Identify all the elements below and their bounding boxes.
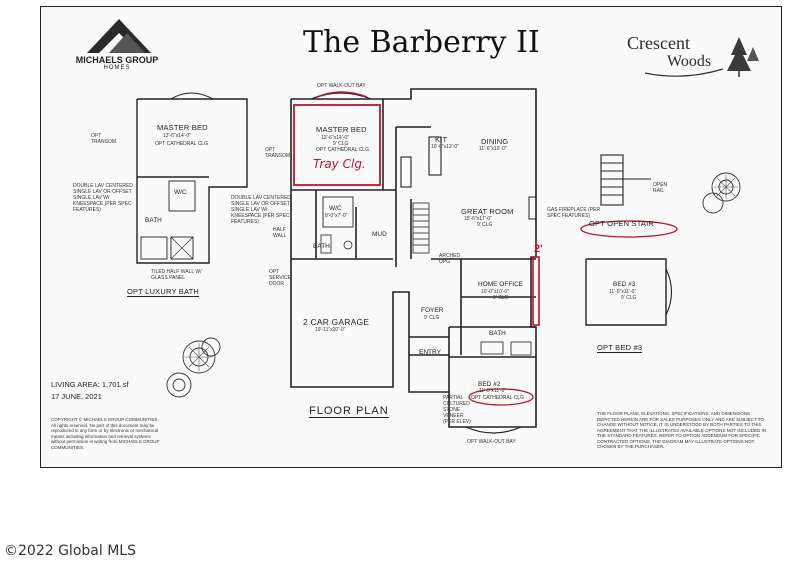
room-dining: DINING	[481, 137, 509, 146]
room-bath: BATH	[313, 243, 330, 250]
builder-name: MICHAELS GROUP	[75, 55, 159, 65]
room-garage: 2 CAR GARAGE	[303, 317, 370, 327]
inset-master-bed-opt: OPT CATHEDRAL CLG	[155, 141, 208, 147]
room-great-room-clg: 9' CLG	[477, 222, 493, 228]
opt-bed3-label: OPT BED #3	[597, 343, 643, 353]
room-master-bed: MASTER BED	[316, 125, 367, 134]
mountain-logo-icon	[87, 19, 151, 53]
room-home-office-clg: 9' CLG	[493, 295, 509, 301]
room-master-bed-dims: 13'-6"x14'-0"	[321, 135, 349, 141]
inset-wic: W/C	[174, 189, 187, 196]
inset-bed3-clg: 9' CLG	[621, 295, 637, 301]
community-name-line2: Woods	[667, 53, 712, 70]
inset-master-bed-dims: 13'-6"x14'-0"	[163, 133, 191, 139]
room-dining-dims: 11'-6"x10'-0"	[479, 146, 507, 152]
room-great-room-dims: 15'-6"x17'-0"	[464, 216, 492, 222]
room-home-office-dims: 10'-0"x10'-0"	[481, 289, 509, 295]
floor-plan-drawing	[136, 88, 741, 434]
inset-bed3-dims: 11'-0"x11'-0"	[609, 289, 637, 295]
plan-title: The Barberry II	[303, 25, 540, 60]
room-master-bed-opt: OPT CATHEDRAL CLG	[316, 147, 369, 153]
opt-walkout-bay-bed2: OPT WALK-OUT BAY	[467, 439, 516, 445]
room-kit: KIT	[435, 135, 448, 144]
builder-logo: MICHAELS GROUP HOMES	[76, 15, 159, 71]
opt-open-stair-label: OPT OPEN STAIR	[589, 219, 655, 228]
disclaimer-text: THE FLOOR PLANS, ELEVATIONS, SPECIFICATI…	[597, 411, 767, 449]
room-wic-dims: 8'-0"x7'-0"	[325, 213, 348, 219]
opt-transom: OPT TRANSOM	[265, 147, 290, 159]
opt-arched-opg: ARCHED OPG	[439, 253, 461, 265]
copyright-text: COPYRIGHT © MICHAELS GROUP COMMUNITIES. …	[51, 417, 160, 450]
inset-transom: OPT TRANSOM	[91, 133, 116, 145]
room-bed2-opt: OPT CATHEDRAL CLG	[471, 395, 524, 401]
inset-bath: BATH	[145, 217, 162, 224]
room-bed2: BED #2	[478, 381, 501, 388]
opt-double-lav-main: DOUBLE LAV CENTERED SINGLE LAV OR OFFSET…	[231, 195, 291, 225]
plan-date: 17 JUNE, 2021	[51, 392, 102, 401]
opt-luxury-bath-label: OPT LUXURY BATH	[127, 287, 200, 297]
floor-plan-sheet: MICHAELS GROUP HOMES The Barberry II Cre…	[40, 6, 782, 468]
floor-plan-label: FLOOR PLAN	[309, 405, 389, 418]
room-entry: ENTRY	[419, 349, 441, 356]
annotation-tray-clg: Tray Clg.	[313, 157, 366, 171]
community-name-line1: Crescent	[627, 33, 690, 53]
opt-gas-fireplace: GAS FIREPLACE (PER SPEC FEATURES)	[547, 207, 601, 219]
room-bed2-dims: 11'-0"x11'-0"	[479, 388, 507, 394]
community-logo: Crescent Woods	[623, 33, 763, 83]
inset-bed3: BED #3	[613, 281, 636, 288]
room-master-bed-clg: 9' CLG	[333, 141, 349, 147]
room-foyer-clg: 9' CLG	[424, 315, 440, 321]
opt-walkout-bay-top: OPT WALK-OUT BAY	[317, 83, 366, 89]
opt-service-door: OPT SERVICE DOOR	[269, 269, 291, 287]
inset-master-bed: MASTER BED	[157, 123, 208, 132]
room-great-room: GREAT ROOM	[461, 207, 514, 216]
living-area: LIVING AREA: 1,701 sf	[51, 380, 129, 389]
room-bath2: BATH	[489, 330, 506, 337]
room-mud: MUD	[372, 231, 387, 238]
room-foyer: FOYER	[421, 307, 444, 314]
room-garage-dims: 19'-11"x20'-0"	[315, 327, 346, 333]
watermark: ©2022 Global MLS	[4, 543, 136, 559]
opt-stone-veneer: PARTIAL CULTURED STONE VENEER (PER ELEV)	[443, 395, 471, 425]
opt-half-wall: HALF WALL	[273, 227, 287, 239]
inset-tiled-half-wall: TILED HALF WALL W/ GLASS PANEL	[151, 269, 202, 281]
tree-logo-icon	[644, 37, 759, 77]
room-home-office: HOME OFFICE	[478, 281, 524, 288]
room-wic: W/C	[329, 205, 342, 212]
inset-double-lav: DOUBLE LAV CENTERED SINGLE LAV OR OFFSET…	[73, 183, 133, 213]
builder-subname: HOMES	[103, 65, 131, 71]
room-kit-dims: 10'-0"x12'-0"	[431, 144, 459, 150]
annotation-two-feet: 2'	[534, 243, 543, 255]
opt-open-rail: OPEN RAIL	[653, 182, 668, 194]
